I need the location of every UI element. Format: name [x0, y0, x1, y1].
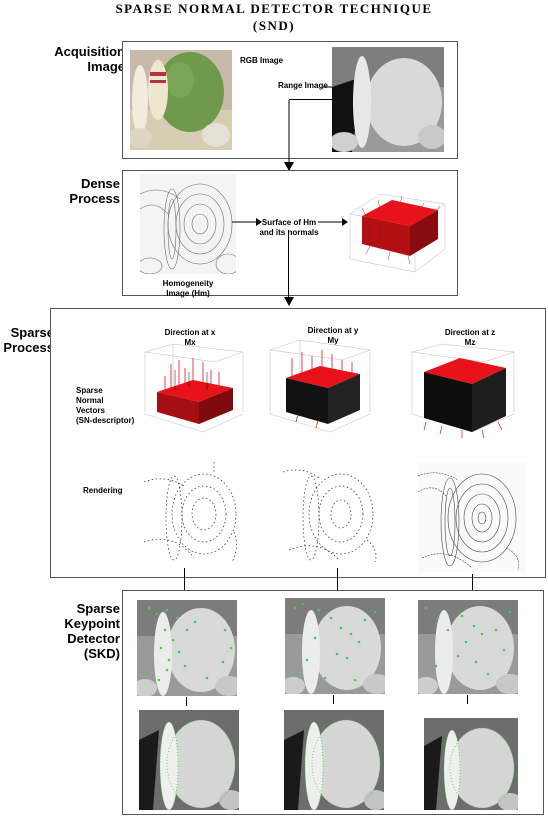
arrow-hm-to-surface: [232, 218, 262, 226]
arrow-acquisition-to-dense: [283, 100, 295, 172]
direction-z-line-1: Direction at z: [444, 328, 496, 337]
edge-keypoints-z-image: [424, 718, 518, 810]
mx-normals-plot: [133, 342, 251, 442]
sn-line-1: Sparse: [76, 386, 103, 395]
skd-title-line-2: Keypoint: [64, 616, 120, 631]
arrow-surface-to-plot: [318, 218, 348, 226]
mz-normals-plot: [402, 342, 522, 442]
sn-line-2: Normal: [76, 396, 104, 405]
connector-z: [467, 695, 468, 704]
sparse-title-line-2: Process: [3, 340, 54, 355]
page-title: SPARSE NORMAL DETECTOR TECHNIQUE (SND): [0, 0, 548, 34]
connector-x: [186, 697, 187, 706]
acquisition-title-line-2: Image: [87, 59, 125, 74]
skd-title-line-4: (SKD): [83, 646, 120, 661]
direction-z-line-2: Mz: [464, 338, 476, 347]
rendering-z-image: [418, 462, 526, 572]
direction-y-line-2: My: [327, 336, 339, 345]
arrow-acquisition-hline: [289, 99, 337, 100]
direction-y-label: Direction at y My: [293, 326, 373, 346]
rendering-y-image: [283, 462, 381, 564]
surface-normals-plot: [340, 184, 450, 280]
acquisition-section-title: Acquisition Image: [40, 44, 125, 74]
sparse-title-line-1: Sparse: [10, 325, 54, 340]
dense-title-line-1: Dense: [80, 176, 120, 191]
sn-descriptor-label: Sparse Normal Vectors (SN-descriptor): [76, 386, 146, 426]
keypoints-y-image: [285, 598, 385, 694]
sn-line-4: (SN-descriptor): [76, 416, 135, 425]
dense-title-line-2: Process: [69, 191, 120, 206]
connector-y: [333, 695, 334, 704]
homogeneity-line-2: Image (Hm): [166, 289, 210, 298]
arrow-z-to-skd-line: [472, 574, 473, 602]
acquisition-title-line-1: Acquisition: [54, 44, 125, 59]
edge-keypoints-x-image: [139, 710, 239, 810]
homogeneity-label: Homogeneity Image (Hm): [148, 279, 228, 299]
arrow-y-to-skd-line: [337, 568, 338, 602]
rendering-x-image: [144, 462, 242, 564]
direction-z-label: Direction at z Mz: [430, 328, 510, 348]
surface-line-1: Surface of Hm: [261, 218, 317, 227]
surface-label: Surface of Hm and its normals: [258, 218, 320, 238]
keypoints-z-image: [418, 600, 518, 694]
direction-x-label: Direction at x Mx: [150, 328, 230, 348]
rgb-image: [130, 50, 232, 150]
skd-title-line-3: Detector: [67, 631, 120, 646]
range-image: [332, 47, 444, 152]
arrow-dense-to-sparse-head: [283, 297, 295, 307]
title-line-2: (SND): [252, 18, 296, 33]
rendering-label: Rendering: [83, 486, 123, 495]
surface-line-2: and its normals: [259, 228, 319, 237]
rgb-image-label: RGB Image: [240, 56, 284, 65]
direction-y-line-1: Direction at y: [307, 326, 359, 335]
title-line-1: SPARSE NORMAL DETECTOR TECHNIQUE: [115, 1, 433, 16]
arrow-x-to-skd-line: [184, 568, 185, 602]
edge-keypoints-y-image: [284, 710, 384, 810]
range-image-label: Range Image: [278, 81, 328, 90]
sparse-section-title: Sparse Process: [0, 325, 54, 355]
skd-section-title: Sparse Keypoint Detector (SKD): [40, 601, 120, 661]
arrow-dense-to-sparse-line: [288, 230, 289, 300]
dense-section-title: Dense Process: [48, 176, 120, 206]
keypoints-x-image: [137, 600, 237, 696]
my-normals-plot: [258, 338, 378, 442]
homogeneity-image: [140, 174, 236, 274]
homogeneity-line-1: Homogeneity: [162, 279, 214, 288]
direction-x-line-2: Mx: [184, 338, 196, 347]
skd-title-line-1: Sparse: [76, 601, 120, 616]
direction-x-line-1: Direction at x: [164, 328, 216, 337]
sn-line-3: Vectors: [76, 406, 105, 415]
